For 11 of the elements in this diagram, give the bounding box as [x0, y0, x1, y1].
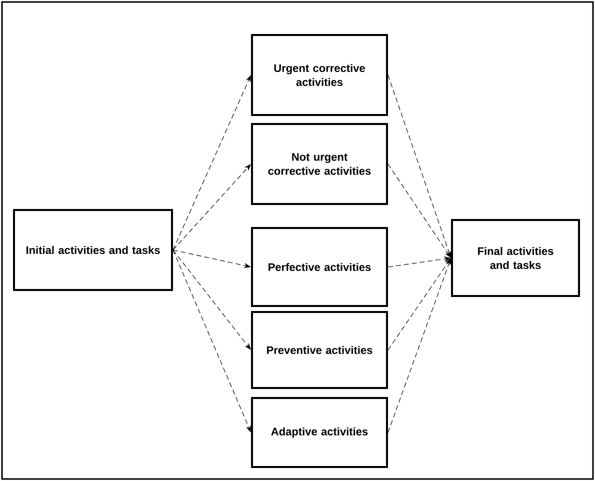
- activity-box: Perfective activities: [251, 227, 388, 307]
- arrow: [172, 164, 251, 250]
- arrow: [172, 250, 251, 350]
- activity-box: Initial activities and tasks: [13, 209, 173, 291]
- activity-box: Adaptive activities: [251, 397, 388, 468]
- activity-box: Urgent corrective activities: [251, 34, 388, 116]
- activity-box: Final activities and tasks: [451, 219, 580, 297]
- arrow: [172, 75, 251, 250]
- activity-box: Preventive activities: [251, 311, 388, 389]
- activity-box: Not urgent corrective activities: [251, 123, 388, 205]
- arrow: [388, 164, 451, 258]
